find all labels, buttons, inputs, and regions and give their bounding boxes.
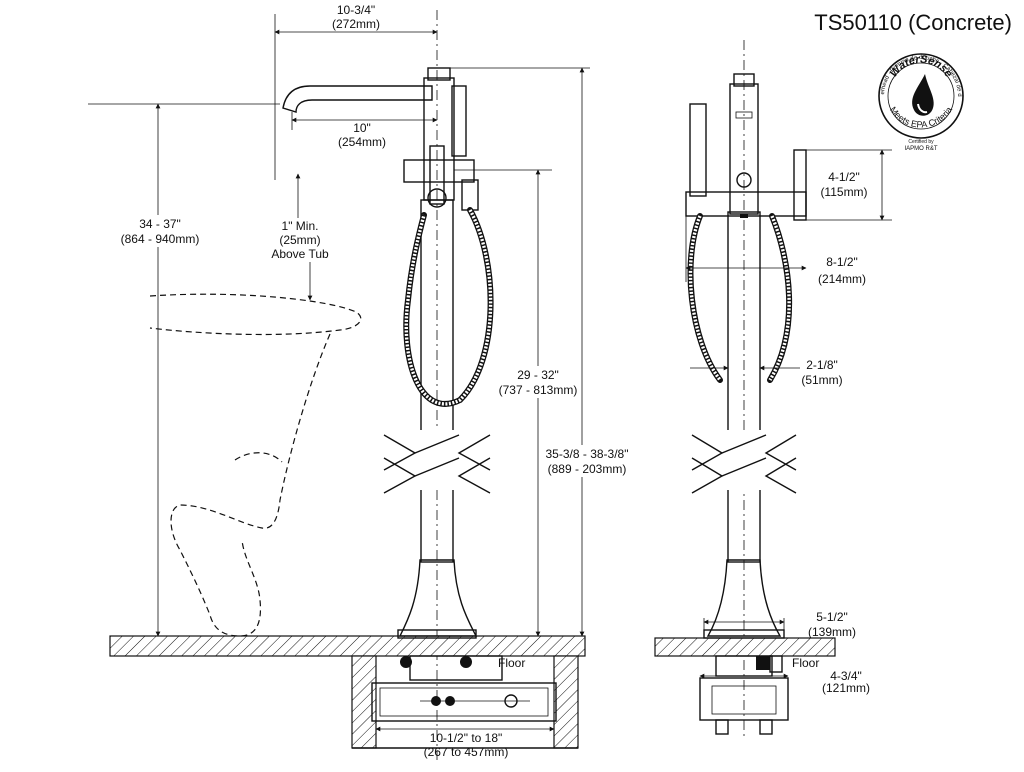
dim-column-mm: (51mm) [801,373,842,387]
dim-spout-center-in: 10" [353,121,371,135]
side-view: 10-3/4" (272mm) 10" (254mm) 34 - 37" (86… [88,3,634,760]
water-drop-icon [912,74,934,116]
dim-handle-height-mm: (737 - 813mm) [499,383,578,397]
front-floor-slab [654,637,836,657]
dim-spout-center-mm: (254mm) [338,135,386,149]
dim-spout-reach-in: 10-3/4" [337,3,375,17]
dim-column-in: 2-1/8" [806,358,838,372]
dim-rough-depth-in: 4-3/4" [830,669,862,683]
dim-handle-span-in: 4-1/2" [828,170,860,184]
watersense-iapmo: IAPMO R&T [904,146,937,152]
front-floor-label: Floor [792,656,819,670]
page-title: TS50110 (Concrete) [814,10,1012,35]
side-box-wall-right [553,655,579,749]
side-floor-slab [109,635,586,657]
dim-overall-height-in: 35-3/8 - 38-3/8" [546,447,629,461]
dim-rough-width-in: 10-1/2" to 18" [430,731,503,745]
dim-spout-reach-mm: (272mm) [332,17,380,31]
side-faucet-base [398,559,478,637]
watersense-certified: Certified by [908,139,934,145]
dim-overall-height-mm: (889 - 203mm) [548,462,627,476]
dim-rough-width-mm: (267 to 457mm) [424,745,509,759]
side-rough-valve [371,655,557,722]
dim-spout-height-mm: (864 - 940mm) [121,232,200,246]
dim-base-mm: (139mm) [808,625,856,639]
front-view: 4-1/2" (115mm) 8-1/2" (214mm) 2-1/8" (51… [654,40,892,740]
dim-rough-depth-mm: (121mm) [822,681,870,695]
dim-width-in: 8-1/2" [826,255,858,269]
side-floor-label: Floor [498,656,525,670]
dim-above-tub-2: (25mm) [279,233,320,247]
side-bathtub-outline [149,293,362,637]
dim-width-mm: (214mm) [818,272,866,286]
front-faucet-base [706,559,782,637]
dim-base-in: 5-1/2" [816,610,848,624]
dim-above-tub-1: 1" Min. [282,219,319,233]
front-handshower [689,103,707,197]
dim-above-tub-3: Above Tub [271,247,329,261]
side-handshower [451,85,467,157]
side-mixing-handle [403,159,475,183]
dim-handle-height-in: 29 - 32" [517,368,559,382]
side-spout [282,85,433,113]
front-mixing-handle [793,149,807,221]
front-column [727,211,761,563]
dim-spout-height-in: 34 - 37" [139,217,181,231]
dim-handle-span-mm: (115mm) [820,185,867,199]
